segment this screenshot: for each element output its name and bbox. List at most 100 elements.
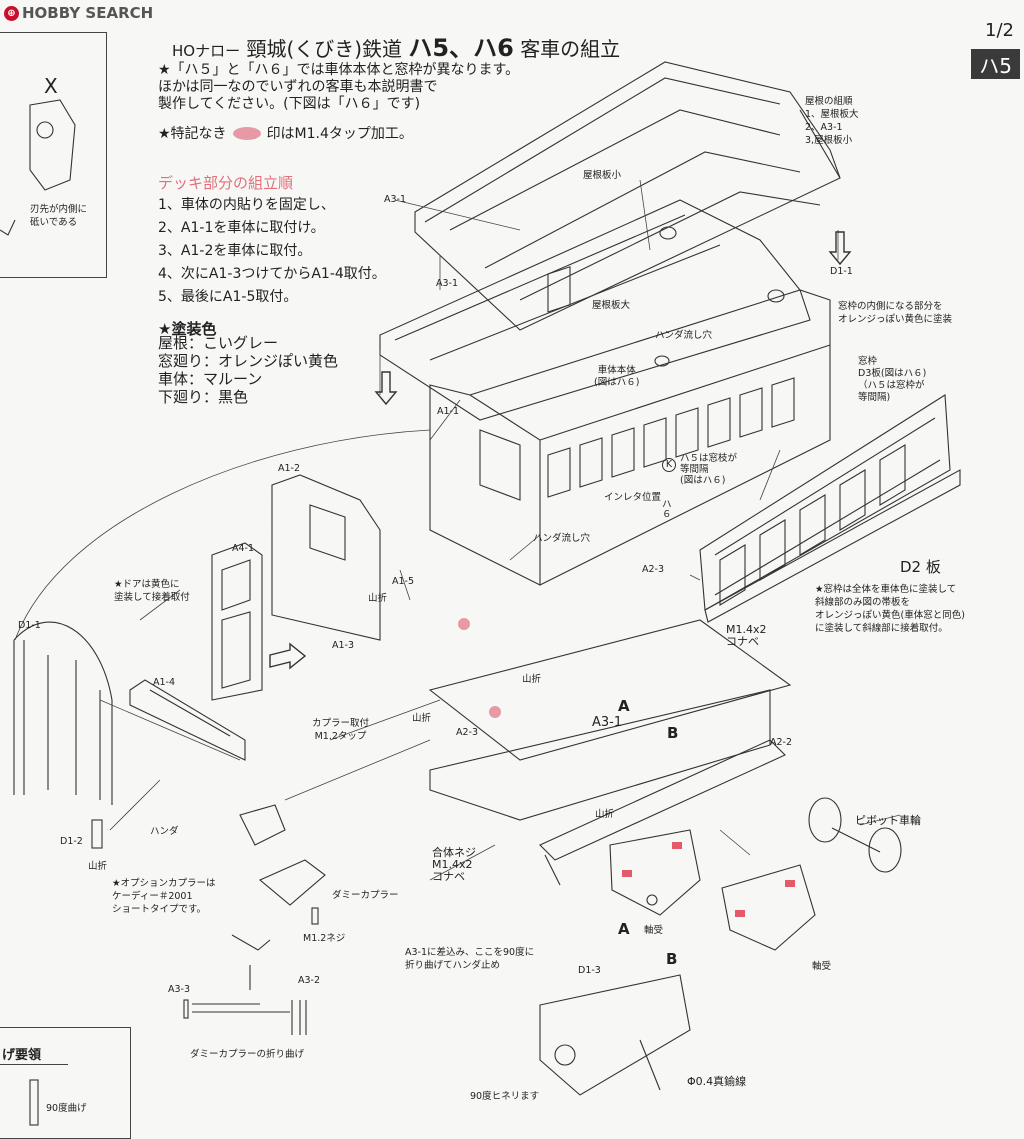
label-window-frame: 窓枠 D3板(図はハ６) （ハ５は窓枠が 等間隔) — [858, 356, 926, 404]
hobby-search-logo: ⊕ HOBBY SEARCH — [4, 4, 153, 22]
label-m14-top: M1.4x2 コナベ — [726, 624, 767, 648]
label-coupler: カプラー取付 M1.2タップ — [312, 717, 369, 743]
label-axle-box-2: 軸受 — [812, 961, 832, 972]
door-note-line: ★ドアは黄色に — [114, 579, 180, 590]
door-note-line: 塗装して接着取付 — [114, 592, 190, 603]
dummy-coupler-part — [231, 804, 326, 990]
label-a1-5: A1-5 — [392, 576, 415, 587]
d2-note-line: オレンジっぽい黄色(車体窓と同色) — [815, 610, 965, 621]
bogie-a — [609, 829, 701, 916]
title-suffix: 客車の組立 — [520, 37, 621, 61]
label-ha6-mark: ハ６ — [662, 499, 672, 520]
label-twist-90: 90度ヒネリます — [470, 1091, 540, 1102]
ha5-note-line: (図はハ６) — [680, 475, 726, 486]
roof-small-part — [414, 61, 841, 331]
option-coupler-line: ★オプションカプラーは — [112, 878, 216, 889]
option-coupler-line: ショートタイプです。 — [112, 904, 207, 915]
window-inner-line: 窓枠の内側になる部分を — [838, 301, 943, 312]
label-brass-wire: Φ0.4真鍮線 — [687, 1075, 747, 1088]
body-screw-line: M1.4x2 — [432, 858, 473, 871]
page-number: 1/2 — [985, 20, 1014, 41]
bend-procedure-tab — [0, 1042, 68, 1065]
d2-note-line: ★窓枠は全体を車体色に塗装して — [815, 584, 957, 595]
deck-steps: 1、車体の内貼りを固定し、 2、A1-1を車体に取付け。 3、A1-2を車体に取… — [158, 194, 386, 309]
label-k-mark: K — [662, 458, 676, 472]
label-window-inner: 窓枠の内側になる部分を オレンジっぽい黄色に塗装 — [838, 300, 952, 326]
roof-order-line: 2、A3-1 — [805, 122, 843, 133]
coupler-line: M1.2タップ — [314, 731, 367, 742]
label-d1-1-left: D1-1 — [18, 620, 41, 631]
d2-note-line: に塗装して斜線部に接着取付。 — [815, 623, 948, 634]
intro-line: ほかは同一なのでいずれの客車も本説明書で — [158, 79, 438, 95]
side-x-mark: X — [44, 74, 58, 98]
label-d2-note: ★窓枠は全体を車体色に塗装して 斜線部のみ図の帯板を オレンジっぽい黄色(車体窓… — [815, 583, 965, 635]
label-roof-large: 屋根板大 — [592, 300, 631, 311]
body-windows — [547, 377, 795, 498]
end-frame-d1-1 — [13, 621, 113, 849]
a3-1-bend-line: 折り曲げてハンダ止め — [405, 960, 501, 971]
label-axle-box-1: 軸受 — [644, 925, 664, 936]
label-a2-2: A2-2 — [770, 737, 793, 748]
label-a1-2: A1-2 — [278, 463, 301, 474]
label-a1-4: A1-4 — [153, 677, 176, 688]
window-frame-line: D3板(図はハ６) — [858, 368, 927, 379]
coupler-line: カプラー取付 — [312, 718, 370, 729]
paint-line: 屋根：こいグレー — [158, 334, 279, 352]
side-note-line: 刃先が内側に — [30, 204, 88, 215]
title-models: ハ5、ハ6 — [408, 34, 514, 62]
label-a3-1-bend: A3-1に差込み、ここを90度に 折り曲げてハンダ止め — [405, 946, 534, 972]
label-a1-1: A1-1 — [437, 406, 460, 417]
m14-top-line: コナベ — [726, 635, 759, 648]
logo-text: HOBBY SEARCH — [22, 4, 154, 22]
model-code-badge: ハ5 — [971, 49, 1020, 79]
paint-line: 車体：マルーン — [158, 370, 263, 388]
deck-step: 5、最後にA1-5取付。 — [158, 289, 298, 305]
label-mountain-fold-3: 山折 — [412, 713, 432, 724]
floor-a3-1 — [428, 618, 792, 821]
window-frame-panel — [699, 394, 961, 623]
side-note-box — [0, 32, 107, 278]
label-a-top: A — [618, 697, 630, 715]
label-ha5-note: ハ５は窓枝が 等間隔 (図はハ６) — [680, 453, 737, 486]
label-solder-hole-2: ハンダ流し穴 — [533, 533, 591, 544]
logo-mark-icon: ⊕ — [4, 5, 19, 21]
body-main-line: (図はハ６) — [594, 377, 640, 388]
label-dummy-bend: ダミーカプラーの折り曲げ — [190, 1049, 305, 1060]
label-a3-2: A3-2 — [298, 975, 321, 986]
blade-sketch — [0, 99, 76, 236]
down-arrow-left — [374, 371, 398, 406]
paint-line: 下廻り：黒色 — [158, 388, 249, 406]
label-d1-2: D1-2 — [60, 836, 83, 847]
paint-list: 屋根：こいグレー 窓廻り：オレンジぽい黄色 車体：マルーン 下廻り：黒色 — [158, 334, 338, 406]
ha5-note-line: 等間隔 — [680, 464, 709, 475]
roof-order-heading: 屋根の組順 — [805, 96, 853, 107]
deck-step: 4、次にA1-3つけてからA1-4取付。 — [158, 266, 386, 282]
label-solder: ハンダ — [150, 826, 179, 837]
bend-bar — [29, 1079, 39, 1126]
deck-step: 2、A1-1を車体に取付け。 — [158, 220, 325, 236]
window-frame-line: （ハ５は窓枠が — [858, 380, 925, 391]
tap-note: ★特記なき 印はM1.4タップ加工。 — [158, 123, 413, 143]
body-screw-line: コナベ — [432, 870, 465, 883]
label-a-bottom: A — [618, 920, 630, 938]
tap-note-prefix: ★特記なき — [158, 126, 227, 142]
intro-line: 製作してください。(下図は「ハ６」です) — [158, 96, 421, 112]
ha5-note-line: ハ５は窓枝が — [680, 453, 738, 464]
label-a2-3-right: A2-3 — [642, 564, 665, 575]
a3-1-bend-line: A3-1に差込み、ここを90度に — [405, 947, 535, 958]
label-solder-hole-1: ハンダ流し穴 — [655, 330, 713, 341]
bogie-b — [721, 864, 816, 951]
label-d1-1-right: D1-1 — [830, 266, 853, 277]
step-a1-4 — [129, 679, 246, 761]
end-panel-a1-2 — [271, 474, 381, 641]
label-a3-1-mid: A3-1 — [592, 715, 623, 730]
label-inleta: インレタ位置 — [604, 492, 662, 503]
roof-large-part — [379, 199, 811, 421]
label-bend-90: 90度曲げ — [46, 1103, 87, 1114]
label-b-bottom: B — [666, 950, 678, 968]
page-title: HOナロー 頸城(くびき)鉄道 ハ5、ハ6 客車の組立 — [172, 28, 620, 63]
label-bend-procedure: げ要領 — [2, 1048, 42, 1063]
title-prefix: HOナロー — [172, 42, 241, 60]
roof-order-line: 3,屋根板小 — [805, 135, 853, 146]
pivot-wheelset — [808, 797, 902, 873]
